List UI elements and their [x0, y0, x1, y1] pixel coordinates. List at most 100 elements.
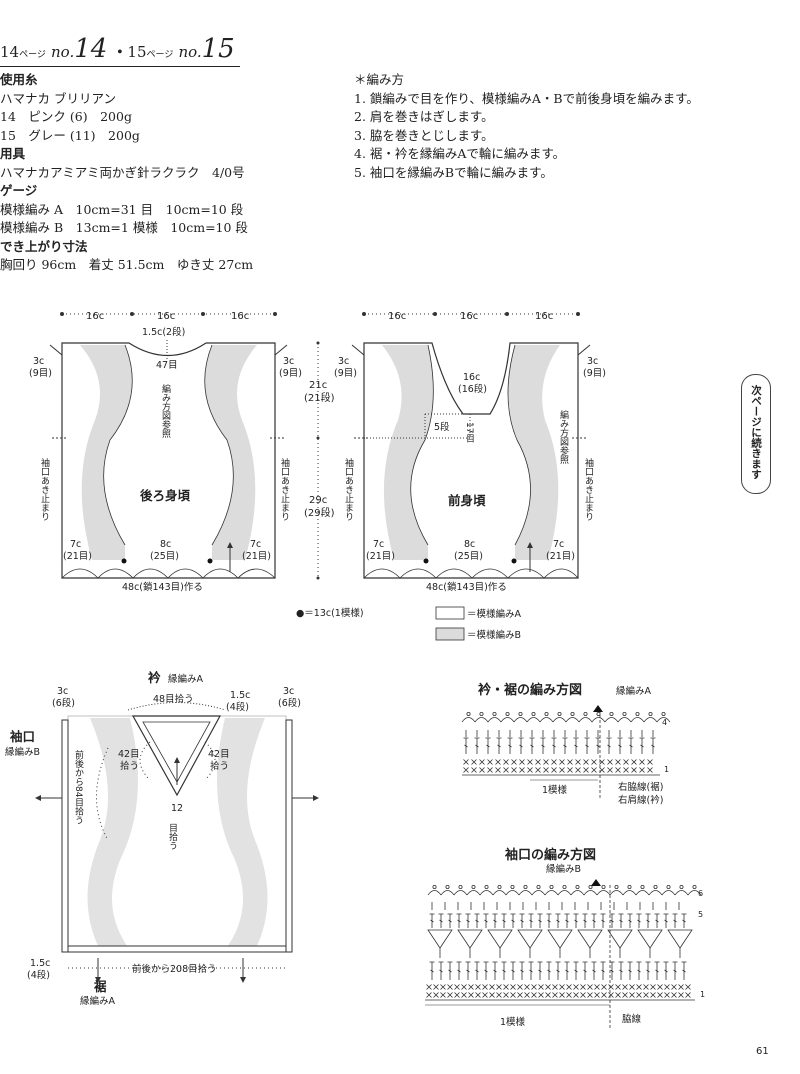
tools-text: ハマナカアミアミ両かぎ針ラクラク 4/0号 [0, 164, 245, 180]
front-neck1: 16c [463, 372, 480, 383]
chart-b-repeat: 1模様 [500, 1016, 526, 1028]
assembly-pattern-left [87, 718, 138, 950]
hem-4rows: (4段) [27, 969, 50, 981]
pick-12-text: 目拾う [167, 823, 178, 850]
back-label: 後ろ身頃 [140, 488, 191, 503]
back-right-sh2: (9目) [279, 368, 302, 379]
header-rule [0, 66, 240, 67]
front-armhole-right: 袖口あき止まり [583, 457, 594, 521]
assembly-labels: 衿 縁編みA 48目拾う 3c (6段) 3c (6段) 1.5c (4段) 袖… [5, 670, 301, 1007]
method-step-2: 2. 肩を巻きはぎします。 [354, 109, 494, 124]
hem-bar [67, 945, 287, 953]
method-step-1: 1. 鎖編みで目を作り、模様編みA・Bで前後身頃を編みます。 [354, 90, 699, 106]
front-bc2: (25目) [454, 551, 483, 562]
method-title: ＊編み方 [354, 72, 405, 87]
method-step-3: 3. 脇を巻きとじします。 [354, 127, 494, 143]
header-page-b-unit: ページ [146, 50, 174, 60]
front-armhole-left: 袖口あき止まり [343, 457, 354, 521]
back-neck-depth: 1.5c(2段) [142, 326, 185, 338]
legend-swatch-b [435, 627, 465, 641]
header-page-a: 14 [0, 43, 20, 61]
legend: ●＝13c(1模様) ＝模様編みA ＝模様編みB [296, 606, 522, 641]
back-bc1: 8c [160, 539, 171, 550]
back-bl1: 7c [70, 539, 81, 550]
back-top-w3: 16c [231, 311, 249, 322]
chart-b-title: 袖口の編み方図 [505, 847, 596, 863]
cuff-label: 袖口 [10, 729, 35, 744]
yarn-title: 使用糸 [0, 72, 38, 87]
front-five-rows: 5段 [434, 421, 450, 433]
yarn-name: ハマナカ ブリリアン [0, 90, 116, 106]
chart-b-stitches [425, 885, 702, 1001]
front-bl2: (21目) [366, 551, 395, 562]
back-left-sh1: 3c [33, 356, 44, 367]
cuff-sub: 縁編みB [5, 746, 40, 758]
chart-a-repeat: 1模様 [542, 784, 568, 796]
method-block: ＊編み方 1. 鎖編みで目を作り、模様編みA・Bで前後身頃を編みます。 2. 肩… [354, 71, 699, 182]
right-42-b: 拾う [210, 760, 229, 772]
front-top-w1: 16c [388, 311, 406, 322]
header-no-a: 14 [74, 34, 108, 64]
collar-label: 衿 [148, 670, 161, 685]
back-neck-sts: 47目 [156, 360, 178, 371]
method-step-4: 4. 裾・衿を縁編みAで輪に編みます。 [354, 146, 566, 161]
header-no-b-prefix: no. [178, 43, 202, 61]
front-pattern-b-left [382, 345, 434, 560]
dim-21-rows: (21段) [304, 391, 335, 404]
chart-a-sub: 縁編みA [616, 685, 652, 697]
header-dot: ・ [112, 43, 128, 61]
left-42-a: 42目 [118, 749, 140, 760]
chart-b-row6: 6 [698, 889, 703, 898]
chart-b-sub: 縁編みB [546, 863, 581, 875]
collar-4rows: (4段) [226, 701, 249, 713]
dim-29-rows: (29段) [304, 506, 335, 519]
header-page-a-unit: ページ [19, 50, 46, 60]
chart-a-row4: 4 [662, 718, 667, 727]
chart-b-row5: 5 [698, 910, 703, 919]
back-top-w1: 16c [86, 311, 104, 322]
side-dimensions: 21c (21段) 29c (29段) [304, 341, 335, 580]
yarn-item-15: 15 グレー (11) 200g [0, 127, 140, 143]
legend-a: ＝模様編みA [467, 608, 522, 620]
back-br1: 7c [250, 539, 261, 550]
pick-48: 48目拾う [153, 693, 194, 705]
front-ref: 編み方図参照 [558, 409, 569, 465]
dim-21c: 21c [309, 380, 327, 391]
method-step-5: 5. 袖口を縁編みBで輪に編みます。 [354, 164, 553, 180]
chart-b: 袖口の編み方図 縁編みB 6 5 1 1模様 脇線 [425, 847, 705, 1030]
front-label: 前身頃 [448, 493, 486, 508]
assembly-left-3c: 3c [57, 686, 68, 697]
chart-a-row1: 1 [664, 765, 669, 774]
back-body-labels: 16c 16c 16c 1.5c(2段) 47目 編み方図参照 後ろ身頃 3c … [29, 311, 302, 593]
chart-a-stitches [461, 712, 671, 776]
back-right-sh1: 3c [283, 356, 294, 367]
back-bottom-dim: 48c(鎖143目)作る [122, 581, 203, 593]
assembly-diagram [35, 702, 319, 983]
front-right-sh1: 3c [587, 356, 598, 367]
front-pattern-b-right [507, 345, 560, 560]
front-left-sh2: (9目) [334, 368, 357, 379]
tools-title: 用具 [0, 146, 26, 161]
hem-1-5c: 1.5c [30, 958, 50, 969]
chart-a-title: 衿・裾の編み方図 [478, 682, 582, 698]
chart-a-note1: 右脇線(裾) [618, 781, 663, 793]
front-neck2: (16段) [458, 383, 487, 395]
assembly-right-6rows: (6段) [278, 697, 301, 709]
header-no-a-prefix: no. [51, 43, 75, 61]
legend-swatch-a [435, 606, 465, 620]
header-no-b: 15 [201, 34, 235, 64]
back-top-w2: 16c [157, 311, 175, 322]
back-bc2: (25目) [150, 551, 179, 562]
front-bottom-dim: 48c(鎖143目)作る [426, 581, 507, 593]
legend-dot: ●＝13c(1模様) [296, 607, 364, 619]
gauge-title: ゲージ [0, 183, 38, 198]
back-body-diagram [49, 312, 288, 579]
dim-29c: 29c [309, 495, 327, 506]
front-left-sh1: 3c [338, 356, 349, 367]
back-br2: (21目) [242, 551, 271, 562]
legend-b: ＝模様編みB [467, 629, 521, 641]
page-number: 61 [756, 1046, 769, 1057]
front-body-diagram [351, 312, 591, 579]
page-header: 14ページ no.14 ・15ページ no.15 [0, 34, 260, 66]
